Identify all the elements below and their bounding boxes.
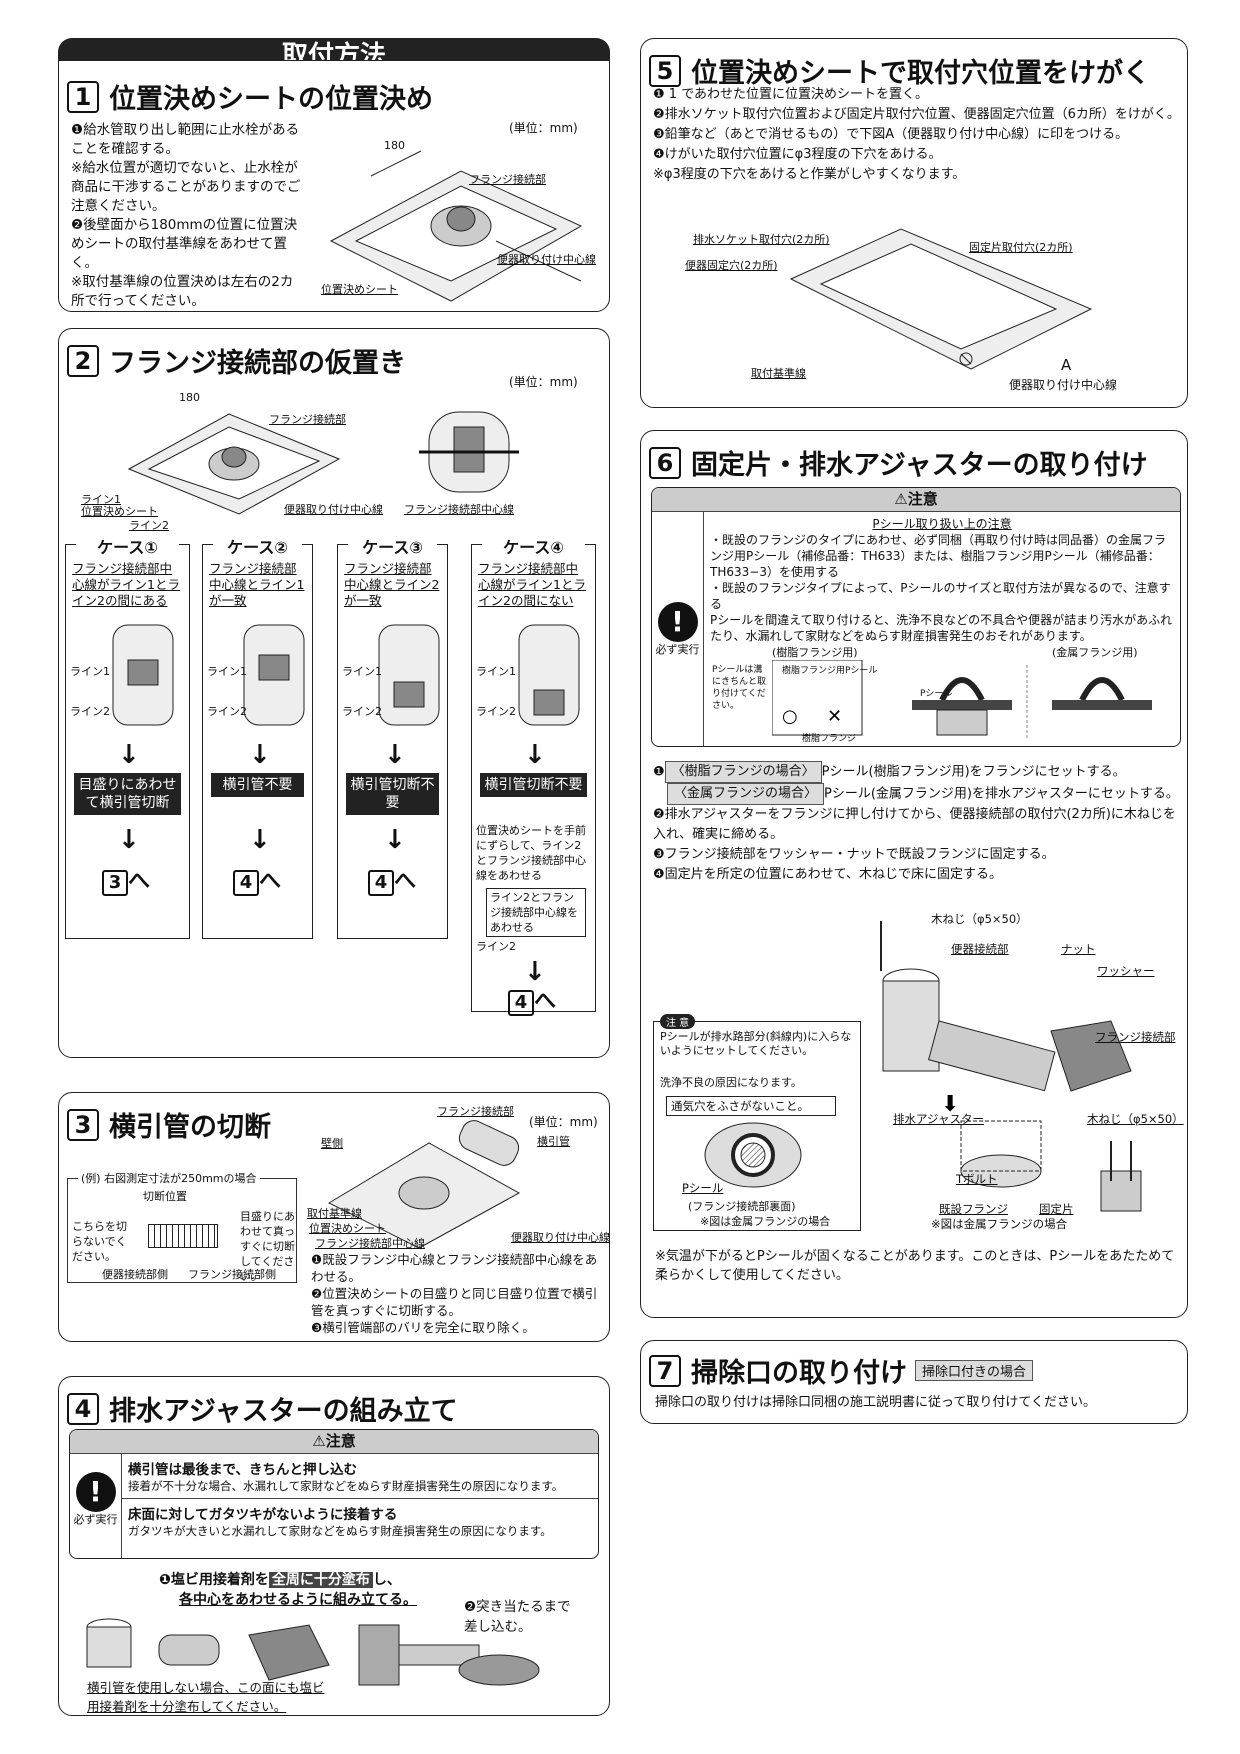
case-figure xyxy=(243,624,305,726)
s4-caution: ⚠注意 ! 必ず実行 横引管は最後まで、きちんと押し込む 接着が不十分な場合、水… xyxy=(69,1429,599,1559)
s5-text: ❶ 1 であわせた位置に位置決めシートを置く。 ❷排水ソケット取付穴位置および固… xyxy=(653,87,1180,182)
fig-label: 位置決めシート xyxy=(81,505,158,518)
s7-text: 掃除口の取り付けは掃除口同梱の施工説明書に従って取り付けてください。 xyxy=(655,1395,1096,1410)
flange-placement-figure xyxy=(127,413,341,515)
marking-figure xyxy=(789,228,1093,370)
fig-label: ライン2 xyxy=(129,519,169,532)
svg-text:○: ○ xyxy=(782,706,798,727)
s4-step1b: 各中心をあわせるように組み立てる。 xyxy=(179,1592,417,1608)
case-figure xyxy=(112,624,174,726)
dim-label: 180 xyxy=(384,139,405,152)
cut-example-box: (例) 右図測定寸法が250mmの場合 切断位置 こちらを切らないでください。 … xyxy=(67,1171,297,1283)
case-4: ケース④ フランジ接続部中心線がライン1とライン2の間にない ライン1 ライン2… xyxy=(471,534,596,1016)
s6-caution: ⚠注意 ! 必ず実行 Pシール取り扱い上の注意 ・既設のフランジのタイプにあわせ… xyxy=(651,487,1181,747)
fig-label: フランジ接続部中心線 xyxy=(404,503,514,516)
assembly-figure xyxy=(86,1618,540,1686)
result-label: 目盛りにあわせて横引管切断 xyxy=(74,773,181,815)
fig-label: フランジ接続部 xyxy=(469,173,546,186)
case4-box: ライン2とフランジ接続部中心線をあわせる xyxy=(486,888,586,937)
unit-label: (単位：mm) xyxy=(529,1115,598,1129)
result-label: 横引管不要 xyxy=(211,773,304,797)
fig-label: 位置決めシート xyxy=(321,283,398,296)
s6-text: ❶〈樹脂フランジの場合〉Pシール(樹脂フランジ用)をフランジにセットする。 〈金… xyxy=(653,761,1183,885)
fig-label: フランジ接続部 xyxy=(269,413,346,426)
pseal-figure: ○ ✕ xyxy=(772,660,1152,740)
s6-footnote: ※気温が下がるとPシールが固くなることがあります。このときは、Pシールをあたため… xyxy=(655,1249,1175,1283)
flange-center-figure xyxy=(419,411,519,493)
case-figure xyxy=(378,624,440,726)
installation-figure: ⬇ xyxy=(880,921,1142,1212)
fig-label: ライン1 xyxy=(81,493,121,506)
case-3: ケース③ フランジ接続部中心線とライン2が一致 ライン1 ライン2 ↓ 横引管切… xyxy=(337,534,448,939)
s3-text: ❶既設フランジ中心線とフランジ接続部中心線をあわせる。 ❷位置決めシートの目盛り… xyxy=(311,1252,598,1335)
s4-step1: ❶塩ビ用接着剤を全周に十分塗布し、 xyxy=(159,1572,401,1588)
positioning-sheet-figure xyxy=(329,150,583,302)
s1-text: ❶給水管取り出し範囲に止水栓があることを確認する。 ※給水位置が適切でないと、止… xyxy=(71,122,301,309)
unit-label: (単位：mm) xyxy=(509,121,578,135)
fig-label: 便器取り付け中心線 xyxy=(497,253,596,266)
case-figure xyxy=(518,624,580,726)
pseal-back-figure xyxy=(704,1122,802,1188)
result-label: 横引管切断不要 xyxy=(346,773,439,815)
case-1: ケース① フランジ接続部中心線がライン1とライン2の間にある ライン1 ライン2… xyxy=(65,534,190,939)
case-2: ケース② フランジ接続部中心線とライン1が一致 ライン1 ライン2 ↓ 横引管不… xyxy=(202,534,313,939)
svg-text:✕: ✕ xyxy=(827,706,842,727)
cut-figure xyxy=(327,1120,521,1249)
svg-text:⬇: ⬇ xyxy=(941,1092,959,1117)
result-label: 横引管切断不要 xyxy=(480,773,587,797)
s6-note-box: 注 意 Pシールが排水路部分(斜線内)に入らないようにセットしてください。 洗浄… xyxy=(653,1014,861,1231)
dim-label: 180 xyxy=(179,391,200,404)
unit-label: (単位：mm) xyxy=(509,375,578,389)
s4-note: 横引管を使用しない場合、この面にも塩ビ用接着剤を十分塗布してください。 xyxy=(87,1680,325,1714)
s4-step2: ❷突き当たるまで差し込む。 xyxy=(464,1599,571,1635)
case4-note: 位置決めシートを手前にずらして、ライン2とフランジ接続部中心線をあわせる xyxy=(476,824,586,882)
fig-label: 便器取り付け中心線 xyxy=(284,503,383,516)
